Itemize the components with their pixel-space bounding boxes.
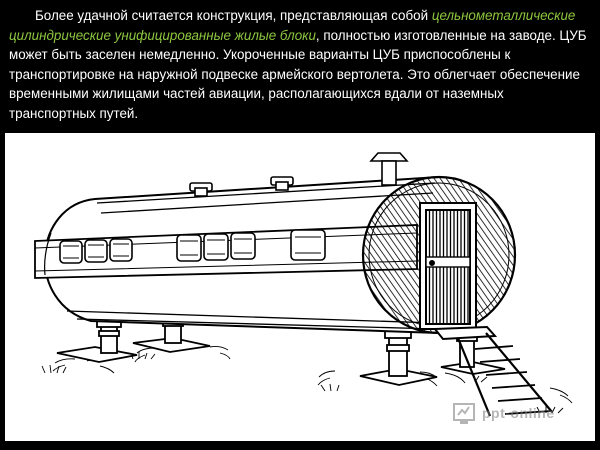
windows-middle-group: [176, 232, 256, 262]
watermark: ppt-online: [452, 400, 582, 428]
window-right: [290, 229, 326, 261]
cylindrical-housing-unit-illustration: [5, 133, 595, 441]
entry-door: [419, 202, 477, 330]
windows-left-group: [59, 238, 133, 264]
entry-ladder: [432, 325, 553, 417]
paragraph-text-part1: Более удачной считается конструкция, пре…: [35, 8, 432, 23]
roof-vents: [189, 152, 409, 197]
paragraph-text-part2: , полностью изготовленные на заводе. ЦУБ…: [9, 27, 587, 121]
illustration-drawing: [34, 152, 573, 417]
watermark-text: ppt-online: [482, 405, 555, 421]
watermark-logo-icon: [453, 403, 475, 424]
paragraph-highlight: цельнометаллические цилиндрические унифи…: [9, 8, 576, 43]
slide-paragraph: Более удачной считается конструкция, пре…: [9, 6, 593, 123]
